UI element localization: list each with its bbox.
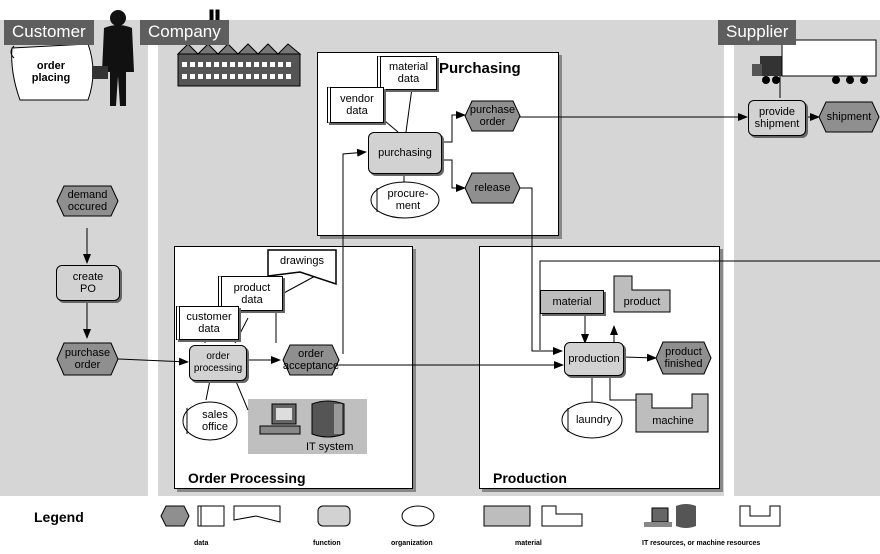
organization-laundry: laundry — [575, 414, 613, 426]
factory-icon — [176, 9, 302, 87]
legend-label-organization: organization — [391, 540, 433, 547]
product-material-shape — [613, 275, 671, 313]
event-customer-purchase-order: purchase order — [64, 347, 111, 371]
machine-resource-shape — [635, 393, 709, 433]
truck-icon — [752, 39, 877, 84]
event-shapes — [56, 100, 880, 376]
company-lane-title: Company — [140, 20, 229, 45]
data-material: material data — [377, 56, 437, 90]
legend-label-function: function — [313, 540, 341, 547]
organization-sales-office: sales office — [201, 409, 229, 433]
material-product: product — [623, 296, 661, 308]
function-purchasing: purchasing — [368, 132, 442, 174]
data-product: product data — [218, 276, 283, 311]
event-release: release — [474, 182, 511, 194]
it-system-label: IT system — [306, 441, 354, 453]
resource-machine: machine — [652, 415, 694, 427]
event-demand-occured: demand occured — [67, 189, 108, 213]
function-provide-shipment: provide shipment — [748, 100, 806, 136]
event-order-acceptance: order acceptance — [282, 348, 340, 372]
data-drawings: drawings — [279, 255, 325, 267]
connectors — [83, 76, 880, 411]
event-supplier-purchase-order: purchase order — [469, 104, 516, 128]
organization-procurement: procure- ment — [387, 188, 429, 212]
material-material: material — [540, 290, 604, 314]
data-customer: customer data — [176, 306, 239, 340]
data-vendor: vendor data — [327, 87, 384, 123]
legend-title: Legend — [34, 509, 84, 525]
event-product-finished: product finished — [664, 346, 703, 370]
legend-shapes — [160, 504, 781, 528]
production-panel-title: Production — [493, 470, 567, 486]
order-placing-scroll — [10, 43, 94, 101]
customer-person-icon — [92, 10, 134, 106]
drawings-document — [267, 249, 337, 286]
legend-label-it-resources: IT resources, or machine resources — [642, 540, 761, 547]
supplier-lane-title: Supplier — [718, 20, 797, 45]
function-order-processing: order processing — [189, 345, 247, 381]
order-placing-note: order placing — [31, 60, 71, 84]
legend-label-material: material — [515, 540, 542, 547]
function-create-po: create PO — [56, 265, 120, 301]
customer-lane-title: Customer — [4, 20, 94, 45]
organization-shapes — [182, 181, 623, 441]
event-shipment: shipment — [826, 111, 872, 123]
function-production: production — [564, 342, 624, 376]
computer-icon — [259, 400, 345, 438]
purchasing-panel-title: Purchasing — [439, 60, 521, 77]
supplier-lane — [734, 20, 880, 496]
legend-label-data: data — [194, 540, 209, 547]
order-processing-panel-title: Order Processing — [188, 470, 306, 486]
